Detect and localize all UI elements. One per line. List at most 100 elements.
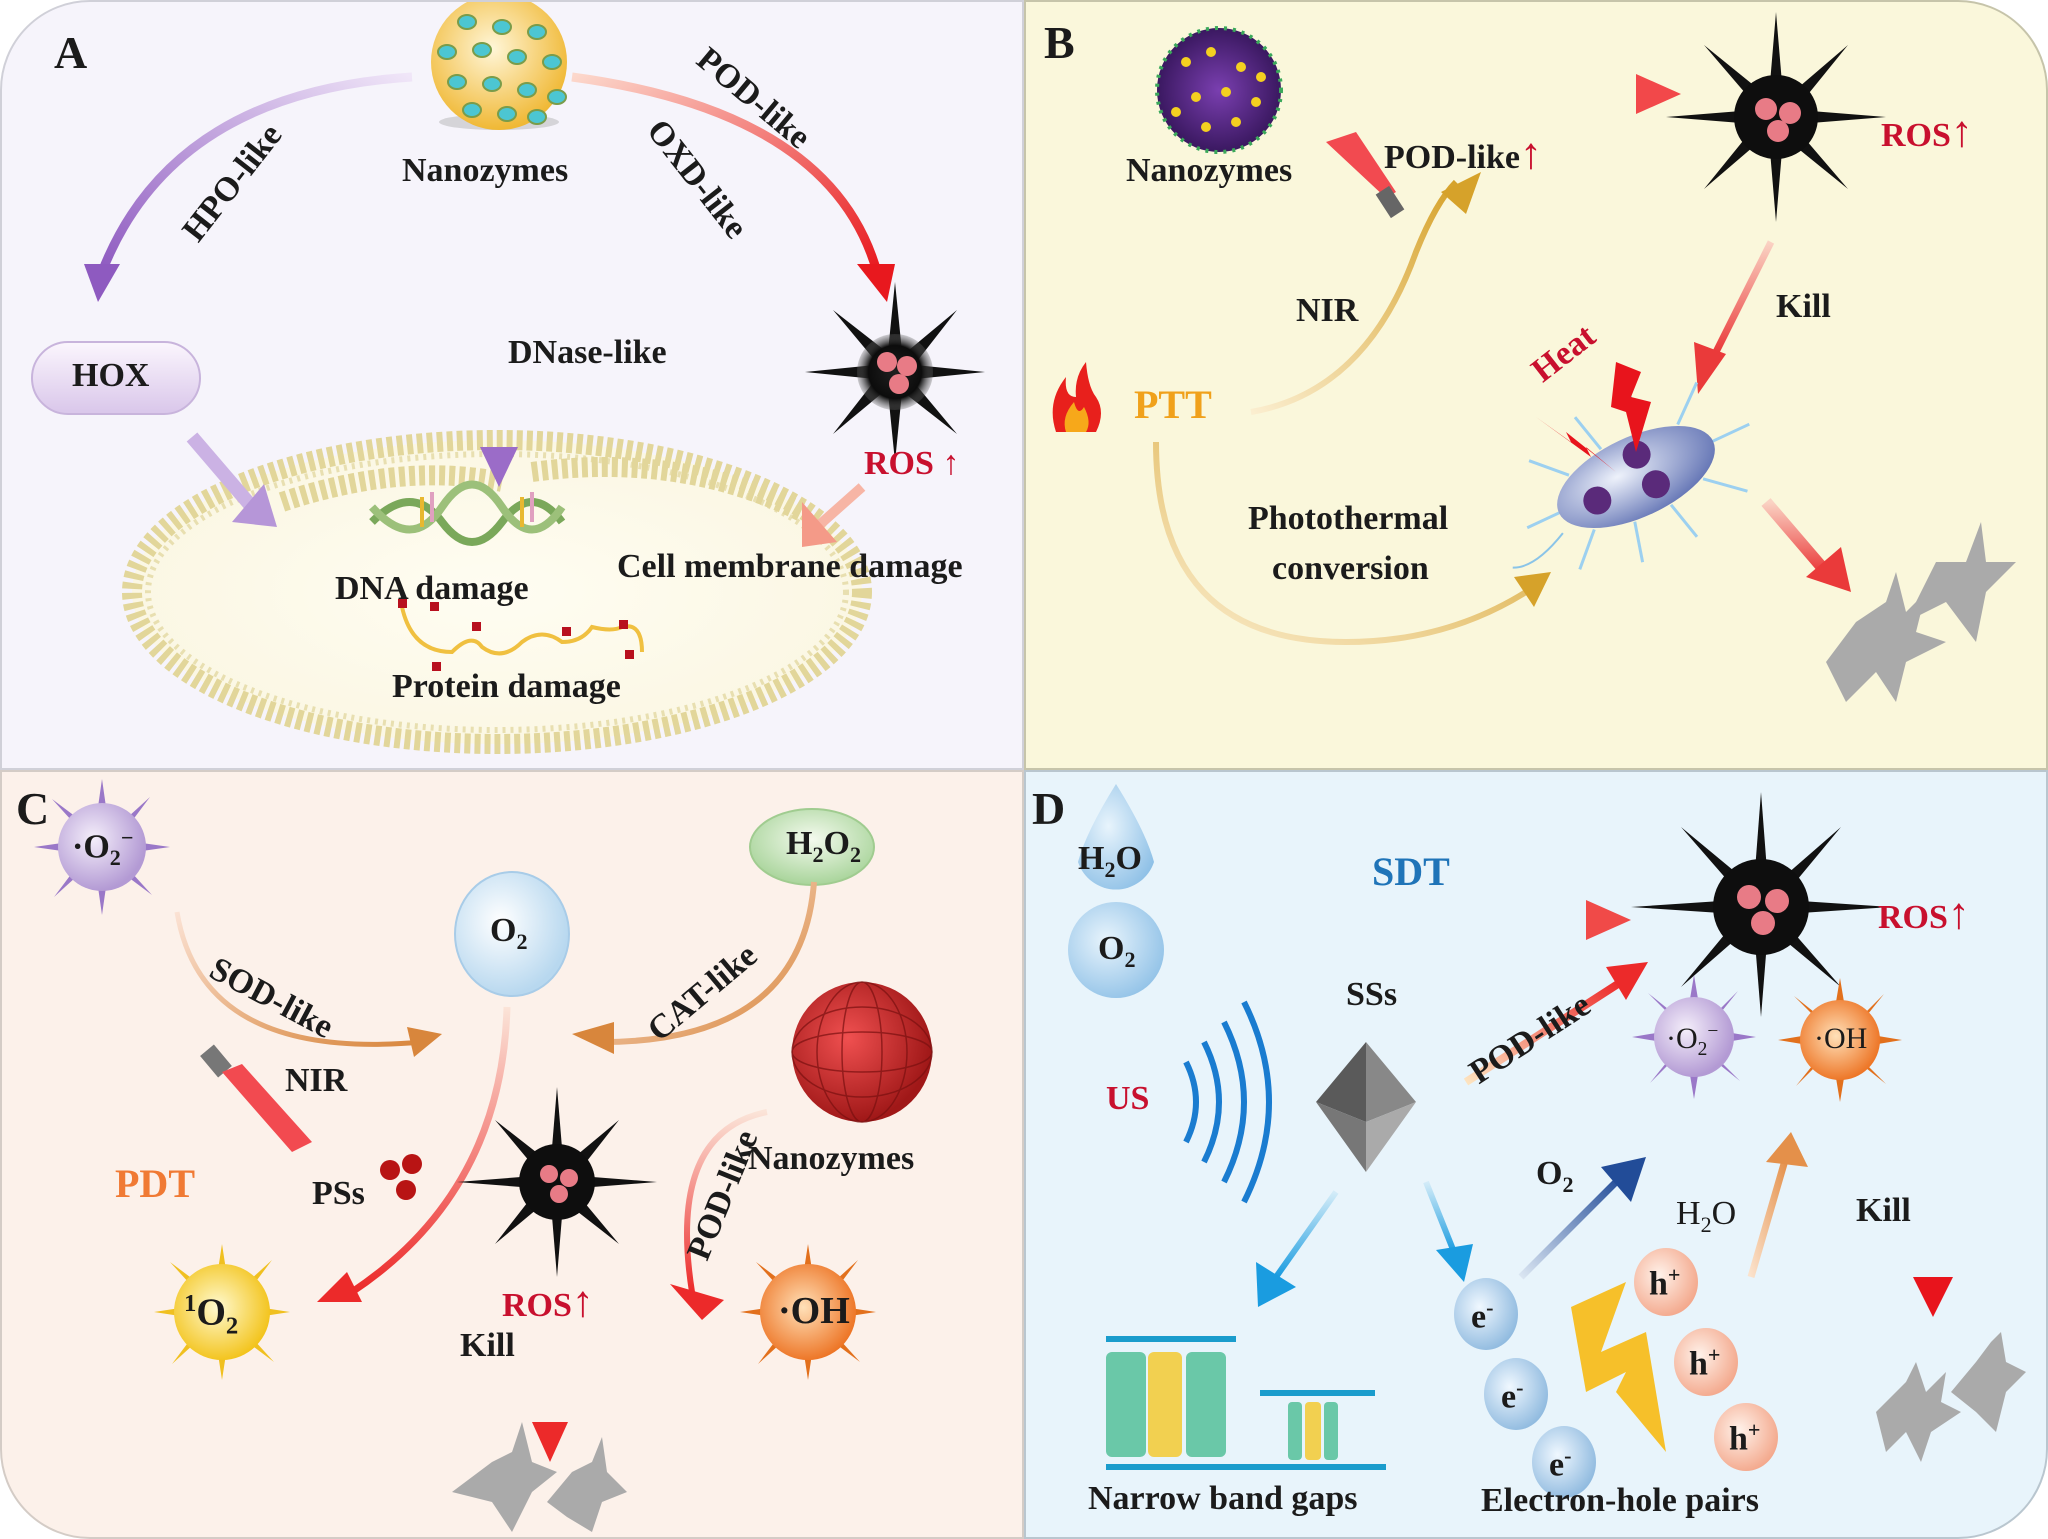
sss-label: SSs [1346,976,1398,1013]
photothermal-arrow [1153,441,1528,646]
narrow-band-gaps-label: Narrow band gaps [1088,1480,1358,1517]
hox-label: HOX [72,357,150,394]
o2-label: O2 [490,914,528,953]
heat-bolt-icon [1536,362,1651,472]
o2-bubble-label: O2 [1098,932,1136,971]
dead-bacteria-icon [1876,1332,2026,1462]
hox-pill [31,341,201,415]
up-arrow-icon: ↑ [1947,889,1970,938]
sod-arrow [174,911,423,1047]
ros-label: ROS ↑ [864,447,959,481]
o2-label-text: O [1536,1155,1563,1192]
o2-sub: 2 [1124,946,1136,972]
superoxide-sup: − [120,825,134,850]
superoxide-label: ·O2− [72,825,134,871]
electron-label-2: e- [1501,1376,1523,1414]
o2-text: O [490,912,517,949]
singlet-o: O [196,1291,226,1334]
nir-laser-icon [1326,132,1405,219]
kill-label: Kill [1776,288,1831,325]
panel-b-letter: B [1044,17,1075,68]
ros-text: ROS [502,1287,572,1324]
superoxide-text: ·O [1666,1022,1698,1055]
pod-like-text: POD-like [1384,139,1520,176]
h2o-o: O [1115,840,1142,877]
panel-b-graphics [1052,12,2016,702]
o2-reduction-label: O2 [1536,1157,1574,1196]
kill-label: Kill [460,1327,515,1364]
us-label: US [1106,1080,1150,1117]
hole-text: h [1689,1345,1708,1383]
h2o-drop-label: H2O [1078,842,1142,881]
lightning-icon [1571,1282,1666,1452]
ros-membrane-arrow [813,483,866,531]
kill-arrow [1712,240,1775,354]
h2o2-sub1: 2 [812,841,824,867]
ros-text: ROS [864,445,934,482]
pss-label: PSs [312,1175,365,1212]
o2-reduction-arrow [1518,1174,1624,1280]
electron-hole-pairs-label: Electron-hole pairs [1481,1482,1759,1519]
ros-particle-icon [805,282,985,462]
cell-membrane-damage-label: Cell membrane damage [617,548,963,585]
ptt-pod-arrow [1250,179,1459,415]
dead-bacteria-icon [1826,522,2016,702]
band-gap-diagram-icon [1106,1336,1386,1470]
panel-c: C ·O2− H2O2 O2 SOD-like CAT-like NIR PDT… [0,770,1024,1539]
h2o-oxidation-label: H2O [1676,1197,1736,1236]
ros-particle-icon [1666,12,1886,222]
sdt-label: SDT [1372,849,1450,894]
ros-particle-icon [1631,792,1891,1017]
electron-text: e [1549,1446,1565,1484]
nanozyme-sphere-icon [431,2,567,130]
up-arrow-icon: ↑ [942,445,960,482]
h2o-oxidation-arrow [1747,1156,1790,1278]
ros-label: ROS↑ [1881,110,1973,154]
hole-label-1: h+ [1649,1262,1681,1301]
panel-c-letter: C [16,783,50,834]
hydroxyl-label: ·OH [1814,1022,1868,1055]
singlet-oxygen-label: 1O2 [184,1291,239,1340]
panel-a-letter: A [54,27,88,78]
up-arrow-icon: ↑ [1519,129,1542,178]
ros-text: ROS [1881,117,1951,154]
hole-label-2: h+ [1689,1343,1721,1383]
h2o2-o: O [823,825,850,862]
dnase-like-label: DNase-like [508,334,667,371]
nir-label: NIR [1296,292,1359,329]
h2o-label-o: O [1711,1195,1737,1232]
panel-a-graphics [31,2,985,754]
water-drop-icon [1078,784,1154,890]
protein-damage-label: Protein damage [392,668,621,705]
electron-sup: - [1564,1443,1572,1468]
nir-label: NIR [285,1062,348,1099]
electron-label-3: e- [1549,1443,1572,1484]
membrane-gap [232,322,802,392]
up-arrow-icon: ↑ [1950,107,1973,156]
panel-d-letter: D [1032,783,1066,834]
electron-sup: - [1486,1295,1494,1320]
o2-text: O [1098,930,1125,967]
up-arrow-icon: ↑ [571,1277,594,1326]
dna-damage-label: DNA damage [335,570,529,607]
dead-bacteria-arrow [1761,498,1831,576]
h2o-label-sub: 2 [1700,1211,1712,1237]
superoxide-radical-icon [34,779,170,915]
electron-icon [1454,1278,1596,1498]
singlet-sub: 2 [225,1312,239,1340]
electron-label-1: e- [1471,1295,1494,1334]
h2o-sub: 2 [1104,856,1116,882]
kill-label: Kill [1856,1192,1911,1229]
protein-chain-icon [398,599,644,671]
o2-sub: 2 [516,928,528,954]
dead-bacteria-icon [452,1422,627,1532]
pdt-arrow [350,1006,511,1295]
nanozyme-sphere-icon [1155,26,1283,154]
hole-sup: + [1667,1262,1681,1287]
cat-arrow [601,881,817,1045]
h2o-label-h: H [1676,1195,1701,1232]
sonosensitizer-octahedron-icon [1316,1042,1416,1172]
superoxide-sub: 2 [109,845,121,871]
ultrasound-wave-icon [1183,1000,1272,1204]
conversion-label: conversion [1272,550,1429,587]
